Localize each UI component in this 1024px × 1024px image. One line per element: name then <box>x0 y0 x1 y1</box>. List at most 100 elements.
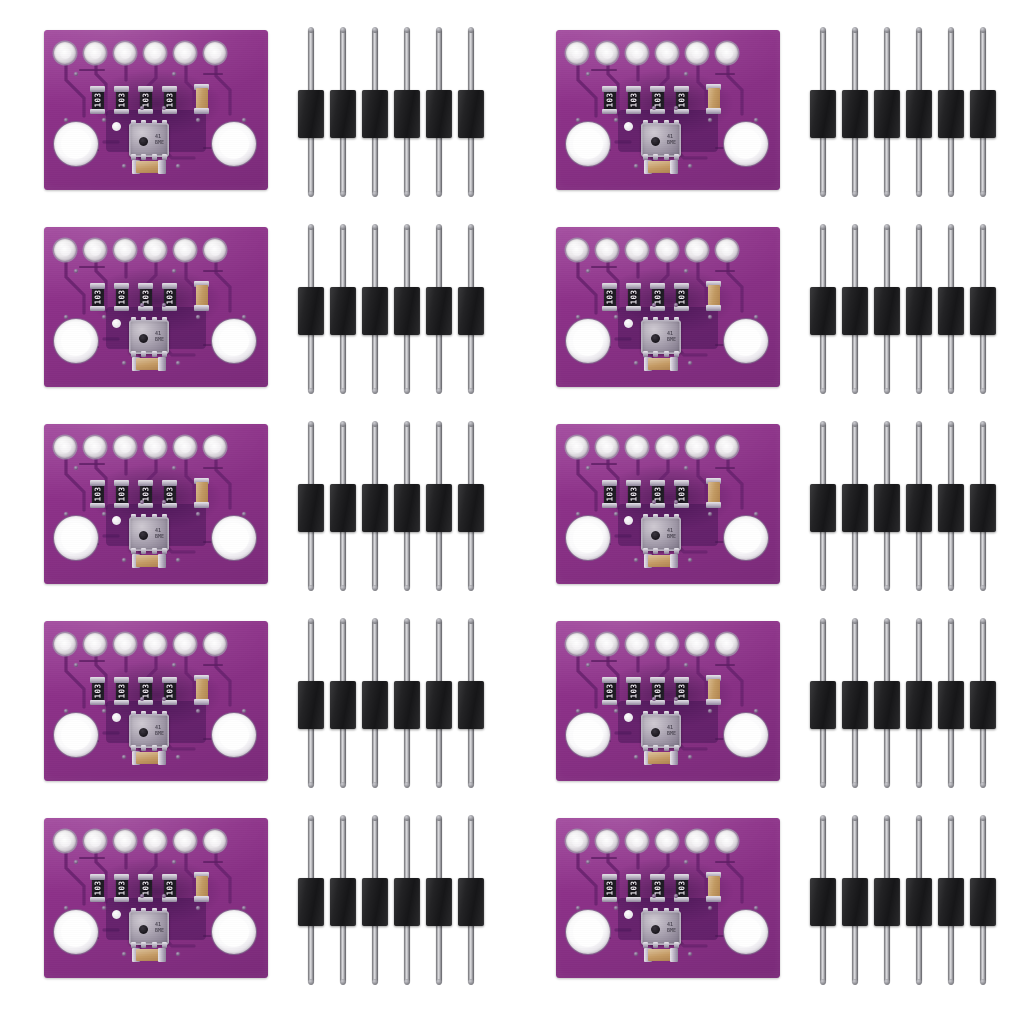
header-pin-2[interactable] <box>330 421 356 591</box>
smd-resistor-4: 103 <box>162 677 177 705</box>
header-pin-2[interactable] <box>842 224 868 394</box>
header-pin-5[interactable] <box>938 224 964 394</box>
breakout-board[interactable]: 103 103 103 103 <box>556 219 786 399</box>
header-pin-3[interactable] <box>874 27 900 197</box>
header-pin-4[interactable] <box>394 224 420 394</box>
header-pin-1[interactable] <box>298 815 324 985</box>
header-pin-5[interactable] <box>938 618 964 788</box>
header-pin-6[interactable] <box>458 27 484 197</box>
header-pin-4[interactable] <box>394 27 420 197</box>
header-pin-3[interactable] <box>874 815 900 985</box>
breakout-board[interactable]: 103 103 103 103 <box>556 22 786 202</box>
header-pin-1[interactable] <box>298 27 324 197</box>
sensor-module-kit[interactable]: 103 103 103 103 <box>512 810 1024 1007</box>
header-pin-1[interactable] <box>298 224 324 394</box>
header-pin-1[interactable] <box>298 618 324 788</box>
header-pin-6[interactable] <box>970 27 996 197</box>
breakout-board[interactable]: 103 103 103 103 <box>44 810 274 990</box>
header-pin-6[interactable] <box>458 224 484 394</box>
header-pin-2[interactable] <box>842 421 868 591</box>
breakout-board[interactable]: 103 103 103 103 <box>44 416 274 596</box>
header-pin-5[interactable] <box>938 421 964 591</box>
header-pin-4[interactable] <box>394 421 420 591</box>
header-pin-5[interactable] <box>938 27 964 197</box>
header-pin-4[interactable] <box>394 618 420 788</box>
header-pin-2[interactable] <box>330 27 356 197</box>
male-pin-header-6p[interactable] <box>802 613 1002 793</box>
via <box>586 663 590 667</box>
header-pin-2[interactable] <box>842 618 868 788</box>
male-pin-header-6p[interactable] <box>802 810 1002 990</box>
breakout-board[interactable]: 103 103 103 103 <box>556 416 786 596</box>
header-pin-4[interactable] <box>906 421 932 591</box>
resistor-code: 103 <box>604 92 614 108</box>
sensor-module-kit[interactable]: 103 103 103 103 <box>0 416 512 613</box>
header-pin-6[interactable] <box>970 815 996 985</box>
header-pin-3[interactable] <box>362 815 388 985</box>
male-pin-header-6p[interactable] <box>290 613 490 793</box>
header-pin-2[interactable] <box>842 815 868 985</box>
sensor-module-kit[interactable]: 103 103 103 103 <box>512 219 1024 416</box>
header-pin-1[interactable] <box>810 421 836 591</box>
header-pin-2[interactable] <box>330 815 356 985</box>
smd-resistor-1: 103 <box>602 480 617 508</box>
header-pin-4[interactable] <box>906 27 932 197</box>
header-pin-6[interactable] <box>458 618 484 788</box>
via <box>140 303 144 307</box>
sensor-module-kit[interactable]: 103 103 103 103 <box>512 416 1024 613</box>
header-pin-3[interactable] <box>874 421 900 591</box>
header-pin-3[interactable] <box>362 224 388 394</box>
sensor-module-kit[interactable]: 103 103 103 103 <box>512 613 1024 810</box>
breakout-board[interactable]: 103 103 103 103 <box>556 810 786 990</box>
header-pin-5[interactable] <box>426 618 452 788</box>
header-pin-5[interactable] <box>426 224 452 394</box>
header-pin-4[interactable] <box>906 618 932 788</box>
header-pin-5[interactable] <box>426 421 452 591</box>
header-pin-3[interactable] <box>362 421 388 591</box>
header-pin-4[interactable] <box>906 224 932 394</box>
male-pin-header-6p[interactable] <box>802 416 1002 596</box>
male-pin-header-6p[interactable] <box>290 22 490 202</box>
via <box>634 558 638 562</box>
header-pin-6[interactable] <box>458 421 484 591</box>
header-pin-5[interactable] <box>938 815 964 985</box>
header-pin-1[interactable] <box>810 224 836 394</box>
ceramic-component <box>706 84 721 114</box>
sensor-module-kit[interactable]: 103 103 103 103 <box>0 219 512 416</box>
sensor-module-kit[interactable]: 103 103 103 103 <box>0 810 512 1007</box>
header-pin-2[interactable] <box>330 224 356 394</box>
sensor-module-kit[interactable]: 103 103 103 103 <box>0 613 512 810</box>
sensor-module-kit[interactable]: 103 103 103 103 <box>0 22 512 219</box>
header-pin-3[interactable] <box>362 27 388 197</box>
header-pin-5[interactable] <box>426 815 452 985</box>
via <box>242 315 246 319</box>
header-pin-2[interactable] <box>842 27 868 197</box>
header-pin-4[interactable] <box>394 815 420 985</box>
header-pin-6[interactable] <box>458 815 484 985</box>
header-pin-5[interactable] <box>426 27 452 197</box>
sensor-module-kit[interactable]: 103 103 103 103 <box>512 22 1024 219</box>
male-pin-header-6p[interactable] <box>802 219 1002 399</box>
header-pad-5 <box>174 436 196 458</box>
male-pin-header-6p[interactable] <box>290 810 490 990</box>
male-pin-header-6p[interactable] <box>290 416 490 596</box>
male-pin-header-6p[interactable] <box>290 219 490 399</box>
header-pin-1[interactable] <box>298 421 324 591</box>
breakout-board[interactable]: 103 103 103 103 <box>44 22 274 202</box>
header-pin-2[interactable] <box>330 618 356 788</box>
male-pin-header-6p[interactable] <box>802 22 1002 202</box>
header-pin-3[interactable] <box>874 618 900 788</box>
header-pin-6[interactable] <box>970 224 996 394</box>
header-pin-1[interactable] <box>810 27 836 197</box>
header-pin-1[interactable] <box>810 618 836 788</box>
breakout-board[interactable]: 103 103 103 103 <box>556 613 786 793</box>
header-pin-3[interactable] <box>362 618 388 788</box>
breakout-board[interactable]: 103 103 103 103 <box>44 613 274 793</box>
header-pin-6[interactable] <box>970 618 996 788</box>
header-pin-1[interactable] <box>810 815 836 985</box>
header-pin-4[interactable] <box>906 815 932 985</box>
header-pin-3[interactable] <box>874 224 900 394</box>
breakout-board[interactable]: 103 103 103 103 <box>44 219 274 399</box>
header-pin-6[interactable] <box>970 421 996 591</box>
smd-resistor-2: 103 <box>626 86 641 114</box>
